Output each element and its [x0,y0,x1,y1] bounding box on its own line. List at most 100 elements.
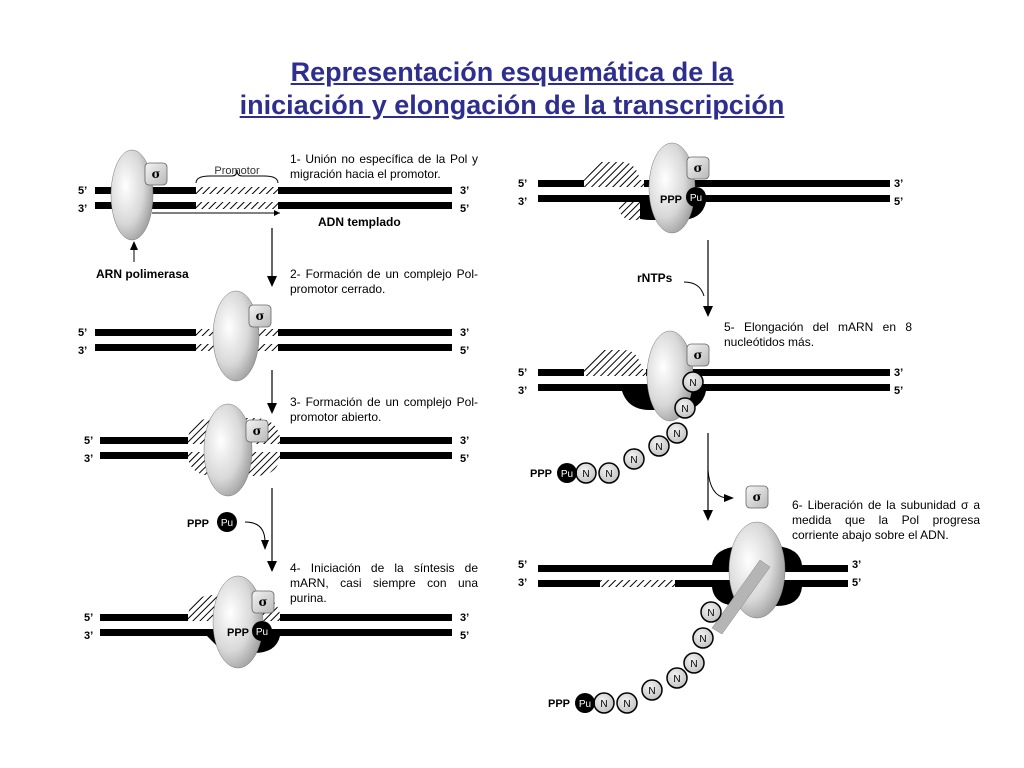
sigma-subunit [248,304,272,328]
dna-5-prime-label: 5’ [460,345,469,357]
sigma-label: σ [253,424,262,438]
dna-3-prime-label: 3’ [894,178,903,190]
sigma-label: σ [694,348,703,362]
rntps-label: rNTPs [637,271,673,285]
nucleotide [648,435,670,457]
step-2-panel: σ 5’ 3’ 3’ 5’ [78,290,469,382]
pu-label: Pu [690,193,702,204]
step-arrow-head [267,561,277,572]
promoter-region [600,580,675,587]
rna-exit-channel [711,559,771,635]
ppp-label: PPP [660,194,682,206]
open-bubble-bottom [619,202,640,220]
sigma-label: σ [256,309,265,323]
rna-polymerase [212,575,264,669]
dna-3-prime-label: 3’ [78,345,87,357]
dna-top-strand [538,180,890,187]
rna-polymerase [648,142,696,234]
page-title: Representación esquemática de la iniciac… [0,56,1024,122]
sigma-subunit [686,156,710,180]
ppp-label: PPP [187,518,209,530]
pu-label: Pu [579,699,591,710]
nucleotide-label: N [600,699,607,710]
dna-5-prime-label: 5’ [84,435,93,447]
purine-nucleotide [252,621,272,641]
dna-5-prime-label: 5’ [460,630,469,642]
rntp-entry-arrow-head [261,540,269,550]
nucleotide-label: N [582,469,589,480]
step-3-description: 3- Formación de un complejo Pol-promotor… [290,395,478,424]
step-5-description: 5- Elongación del mARN en 8 nucleótidos … [724,320,912,349]
nucleotide-label: N [648,686,655,697]
nucleotide-label: N [673,429,680,440]
sigma-subunit [686,343,710,367]
nucleotide-label: N [630,455,637,466]
pu-label: Pu [256,627,268,638]
dna-3-prime-label: 3’ [84,453,93,465]
step-4-description: 4- Iniciación de la síntesis de mARN, ca… [290,561,478,605]
nucleotide [700,601,722,623]
dna-3-prime-label: 3’ [894,367,903,379]
dna-5-prime-label: 5’ [518,559,527,571]
promoter-region [584,180,644,187]
nucleotide-label: N [707,608,714,619]
rna-polymerase [212,290,260,382]
title-line-1: Representación esquemática de la [290,57,734,87]
open-bubble-top [584,350,642,369]
promotor-label: Promotor [214,165,260,177]
dna-bottom-strand [538,580,848,587]
purine-nucleotide [686,187,706,207]
dna-3-prime-label: 3’ [460,327,469,339]
dna-5-prime-label: 5’ [894,385,903,397]
dna-3-prime-label: 3’ [460,612,469,624]
sigma-release-arrow [707,469,727,499]
nucleotide [641,679,663,701]
dna-3-prime-label: 3’ [84,630,93,642]
nucleotide-label: N [623,699,630,710]
nucleotide [666,422,688,444]
open-bubble-top [584,162,640,180]
pointer-head [130,241,138,250]
arn-polimerasa-label: ARN polimerasa [96,267,189,281]
nucleotide [623,448,645,470]
nucleotide-label: N [681,404,688,415]
sigma-label: σ [694,161,703,175]
mrna-chain: N N N N N N N Pu PPP [548,601,722,714]
step-6-panel: 5’ 3’ 3’ 5’ N N N N N N N Pu PPP [518,521,861,714]
rntps-arrow [683,281,705,297]
step-arrow-head [703,306,713,317]
adn-templado-label: ADN templado [318,215,401,229]
step-3-panel: σ 5’ 3’ 3’ 5’ [84,403,469,497]
dna-bottom-strand [538,195,890,202]
dna-3-prime-label: 3’ [852,559,861,571]
nucleotide-label: N [605,469,612,480]
promoter-region [196,187,278,194]
dna-5-prime-label: 5’ [460,453,469,465]
dna-5-prime-label: 5’ [518,178,527,190]
dna-3-prime-label: 3’ [460,185,469,197]
title-line-2: iniciación y elongación de la transcripc… [239,90,785,120]
step-arrow-head [267,276,277,287]
nucleotide-label: N [673,674,680,685]
dna-3-prime-label: 3’ [518,196,527,208]
sigma-label: σ [152,167,161,181]
step-arrow-head [267,403,277,414]
nucleotide [616,692,638,714]
promoter-region [584,369,646,376]
mrna-chain: N N N N N N N Pu PPP [530,371,704,484]
ppp-label: PPP [548,698,570,710]
nucleotide-label: N [699,634,706,645]
dna-5-prime-label: 5’ [852,577,861,589]
pu-label: Pu [561,469,573,480]
promoter-brace [195,169,279,184]
step-4-result-panel: σ PPP Pu 5’ 3’ 3’ 5’ [518,142,903,234]
step-6-description: 6- Liberación de la subunidad σ a medida… [792,498,980,542]
sigma-label: σ [753,490,762,504]
released-sigma-subunit [745,485,769,509]
ppp-label: PPP [227,627,249,639]
ppp-label: PPP [530,468,552,480]
dna-top-strand [538,369,890,376]
nucleotide [598,462,620,484]
nucleotide [683,652,705,674]
